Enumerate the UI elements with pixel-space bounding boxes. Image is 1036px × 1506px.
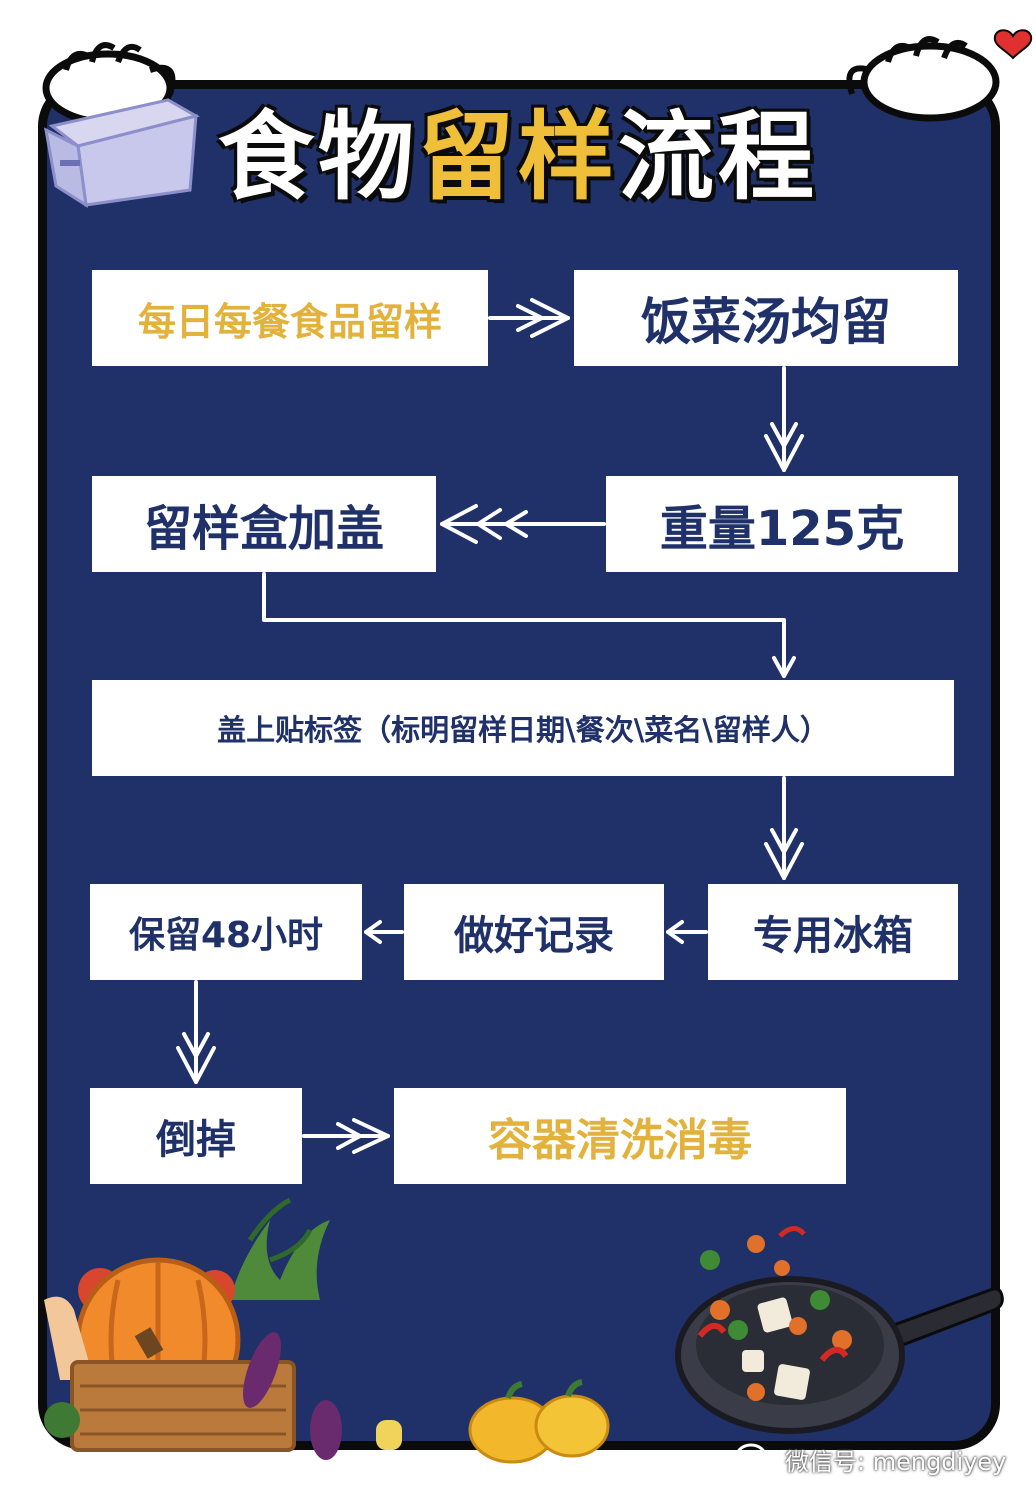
arrow-s1-to-s2 — [488, 298, 570, 338]
step-weight-label: 重量125克 — [659, 501, 905, 557]
arrow-s5-to-s6 — [764, 776, 804, 880]
arrow-s7-to-s8 — [364, 920, 404, 944]
arrow-s9-to-s10 — [302, 1118, 390, 1154]
frying-pan-icon — [675, 1226, 1004, 1434]
step-weight: 重量125克 — [606, 476, 958, 572]
step-fridge: 专用冰箱 — [708, 884, 958, 980]
page-title: 食物留样流程 — [0, 102, 1036, 212]
watermark: 微信号: mengdiyey — [735, 1438, 1006, 1480]
arrow-s3-to-s4 — [440, 504, 606, 544]
step-clean-disinfect: 容器清洗消毒 — [394, 1088, 846, 1184]
step-label: 盖上贴标签（标明留样日期\餐次\菜名\留样人） — [92, 680, 954, 776]
step-cover-box: 留样盒加盖 — [92, 476, 436, 572]
heart-icon — [993, 29, 1033, 60]
yellow-pepper-icon — [468, 1379, 610, 1464]
step-discard-label: 倒掉 — [156, 1117, 236, 1163]
step-keep-48h-label: 保留48小时 — [128, 915, 324, 956]
lunch-box-icon — [43, 98, 200, 208]
step-all-dishes-label: 饭菜汤均留 — [641, 293, 891, 351]
step-discard: 倒掉 — [90, 1088, 302, 1184]
step-label-text: 盖上贴标签（标明留样日期\餐次\菜名\留样人） — [217, 713, 829, 747]
step-record: 做好记录 — [404, 884, 664, 980]
title-part-2: 留样 — [418, 101, 618, 213]
watermark-text: 微信号: mengdiyey — [785, 1447, 1007, 1476]
step-daily-sample-label: 每日每餐食品留样 — [137, 299, 442, 344]
title-part-3: 流程 — [618, 101, 818, 213]
step-cover-box-label: 留样盒加盖 — [143, 501, 384, 557]
step-keep-48h: 保留48小时 — [90, 884, 362, 980]
wechat-icon — [735, 1443, 776, 1475]
right-hand-icon — [846, 36, 1000, 122]
arrow-s8-to-s9 — [176, 980, 216, 1084]
vegetable-basket-icon — [44, 1197, 402, 1460]
arrow-s2-to-s3 — [764, 366, 804, 472]
step-record-label: 做好记录 — [454, 913, 614, 959]
step-clean-disinfect-label: 容器清洗消毒 — [488, 1115, 752, 1166]
title-part-1: 食物 — [218, 101, 418, 213]
step-fridge-label: 专用冰箱 — [753, 913, 913, 959]
step-all-dishes: 饭菜汤均留 — [574, 270, 958, 366]
step-daily-sample: 每日每餐食品留样 — [92, 270, 488, 366]
arrow-s6-to-s7 — [666, 920, 708, 944]
arrow-s4-to-s5 — [262, 572, 796, 678]
